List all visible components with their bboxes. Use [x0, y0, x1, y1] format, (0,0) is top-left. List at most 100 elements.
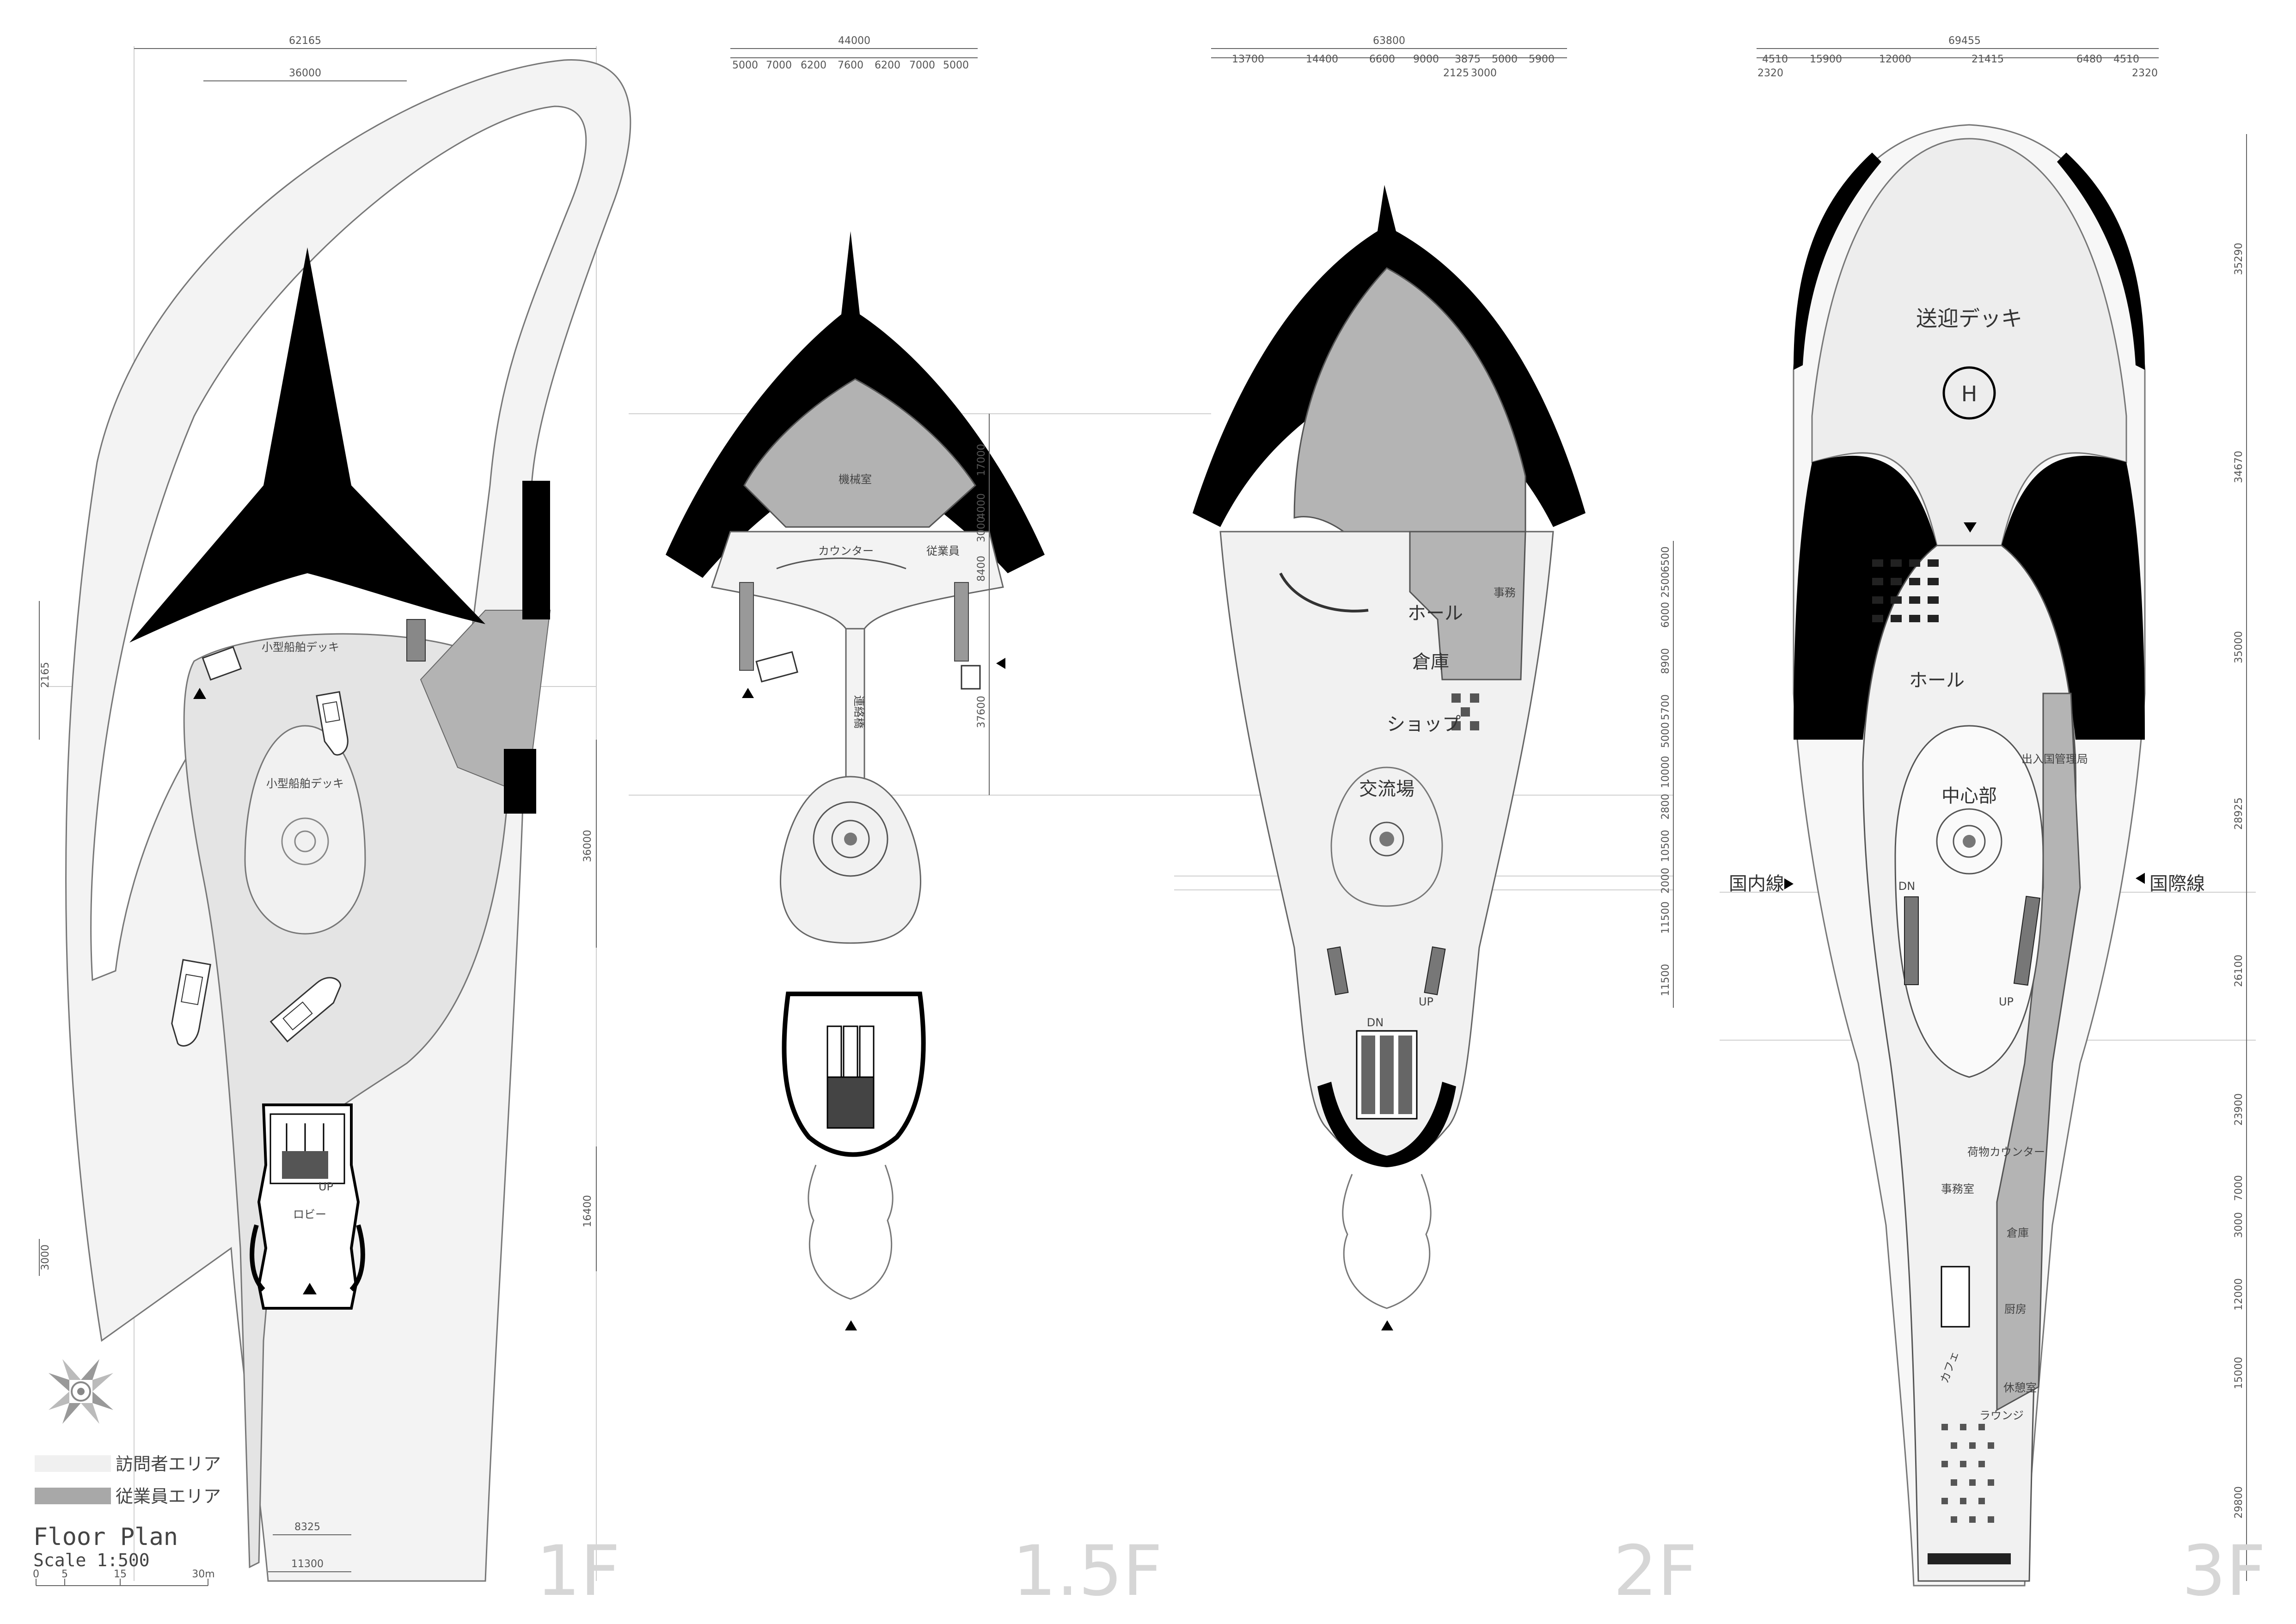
- dim-1f-left-bottom: 3000: [40, 1244, 51, 1270]
- floor-label-3f: 3F: [2182, 1531, 2266, 1612]
- lounge-label-3f: ラウンジ: [1979, 1409, 2024, 1422]
- international-label-3f: 国際線: [2149, 873, 2205, 895]
- mid-black-right-3f: [2002, 455, 2145, 740]
- svg-text:6200: 6200: [801, 60, 827, 71]
- svg-text:2320: 2320: [2132, 67, 2158, 79]
- machine-room-label: 機械室: [839, 473, 872, 486]
- escalator-right-2f: [1424, 946, 1446, 995]
- svg-text:10000: 10000: [1660, 756, 1671, 788]
- svg-text:5000: 5000: [1492, 54, 1518, 65]
- star-structure: [129, 247, 485, 643]
- domestic-label-3f: 国内線: [1729, 873, 1784, 895]
- lounge-bench-3f: [1928, 1553, 2011, 1564]
- kitchen-stair-3f: [1941, 1266, 1970, 1328]
- svg-text:14400: 14400: [1306, 54, 1338, 65]
- svg-text:2125: 2125: [1443, 67, 1469, 79]
- svg-text:2500: 2500: [1660, 572, 1671, 598]
- dn-label-2f: DN: [1367, 1016, 1384, 1029]
- boat-right: [269, 977, 342, 1042]
- svg-text:5000: 5000: [1660, 722, 1671, 748]
- title-text: Floor Plan: [33, 1523, 178, 1551]
- scale-tick-0: 0: [33, 1569, 39, 1580]
- svg-text:6480: 6480: [2076, 54, 2102, 65]
- floor-label-2f: 2F: [1613, 1531, 1697, 1612]
- egg-island: [244, 725, 366, 935]
- floor-1-5f: 機械室 カウンター 従業員 連絡橋 44000 5000 7000 6200 7…: [666, 35, 1163, 1612]
- svg-text:34670: 34670: [2233, 451, 2245, 483]
- office-label-2f: 事務: [1494, 586, 1516, 599]
- svg-text:13700: 13700: [1232, 54, 1264, 65]
- deck-label-3f: 送迎デッキ: [1916, 306, 2022, 331]
- svg-text:3875: 3875: [1455, 54, 1481, 65]
- dims-3f: [1757, 48, 2247, 1581]
- egg-island-ring: [281, 817, 329, 865]
- mid-black-left-3f: [1794, 455, 1937, 740]
- hall-seating-3f: [1872, 559, 1939, 622]
- boat-upper: [316, 691, 349, 756]
- svg-text:5000: 5000: [943, 60, 969, 71]
- dim-3f-top-total: 69455: [1948, 35, 1981, 47]
- dims-1f: [39, 48, 597, 1572]
- entrance-arrow-1-5f-left: [742, 688, 754, 698]
- svg-text:6500: 6500: [1660, 546, 1671, 572]
- scale-text: Scale 1:500: [33, 1550, 150, 1570]
- dim-1f-bottom-1: 8325: [294, 1521, 320, 1533]
- up-label-2f: UP: [1419, 995, 1433, 1008]
- scale-tick-30: 30m: [192, 1569, 214, 1580]
- svg-text:6000: 6000: [1660, 602, 1671, 628]
- dims-1-5f: [730, 48, 990, 795]
- svg-text:23900: 23900: [2233, 1093, 2245, 1126]
- svg-text:2800: 2800: [1660, 794, 1671, 820]
- lounge-pattern-3f: [1941, 1424, 1994, 1523]
- svg-text:7000: 7000: [2233, 1175, 2245, 1201]
- escalator-left-2f: [1327, 946, 1349, 995]
- svg-text:2320: 2320: [1757, 67, 1783, 79]
- bridge-label: 連絡橋: [852, 695, 865, 729]
- escalator-right-3f: [2013, 895, 2041, 986]
- svg-text:11500: 11500: [1660, 964, 1671, 996]
- lobby-label: ロビー: [293, 1208, 326, 1221]
- dim-1f-right-1: 36000: [582, 830, 594, 862]
- svg-text:5700: 5700: [1660, 694, 1671, 720]
- svg-text:28925: 28925: [2233, 797, 2245, 830]
- scale-bar: [36, 1579, 208, 1586]
- small-deck-label-2: 小型船舶デッキ: [266, 777, 344, 790]
- floor-3f: 送迎デッキ H ホール 中心部 出入国管理局 国内線 国際線 荷物カウンター 事…: [1729, 35, 2266, 1612]
- upper-black-left-3f: [1794, 153, 1881, 370]
- legend: 訪問者エリア 従業員エリア: [35, 1454, 221, 1507]
- svg-text:35290: 35290: [2233, 243, 2245, 275]
- center-label-3f: 中心部: [1941, 785, 1997, 807]
- svg-text:12000: 12000: [1879, 54, 1911, 65]
- stair-right-1-5f: [954, 582, 969, 662]
- dock-right: [406, 619, 426, 662]
- floor-1f: ロビー UP 小型船舶デッキ 小型船舶デッキ 62165 36000 2165 …: [39, 35, 631, 1612]
- rest-label-3f: 休憩室: [2003, 1381, 2037, 1394]
- svg-text:7600: 7600: [838, 60, 863, 71]
- domestic-arrow-3f: [1784, 878, 1794, 889]
- egg-platform-1-5f: [780, 776, 921, 944]
- entrance-arrow-1-5f-bottom: [845, 1320, 857, 1330]
- up-label-3f: UP: [1999, 995, 2014, 1008]
- svg-text:4000: 4000: [976, 493, 987, 519]
- svg-text:8900: 8900: [1660, 648, 1671, 674]
- dim-3f-top-segments: 4510 15900 12000 21415 6480 4510 2320 23…: [1757, 54, 2158, 79]
- floor-2f: ホール 倉庫 ショップ 事務 交流場 DN UP 63800 13700 144…: [1193, 35, 1697, 1612]
- lobby-building: ロビー UP: [250, 1103, 365, 1310]
- svg-text:5900: 5900: [1529, 54, 1555, 65]
- helipad-3f: [1942, 366, 1996, 420]
- svg-text:6200: 6200: [875, 60, 900, 71]
- immigration-label-3f: 出入国管理局: [2021, 753, 2088, 766]
- svg-text:15900: 15900: [1810, 54, 1842, 65]
- dim-1-5f-right: 17000 4000 3000 8400 37600: [976, 444, 987, 728]
- title-block: Floor Plan Scale 1:500 0 5 15 30m: [33, 1523, 215, 1586]
- spiral-stair-inner: [831, 820, 870, 858]
- svg-text:12000: 12000: [2233, 1278, 2245, 1311]
- storage-label-2f: 倉庫: [1412, 651, 1449, 673]
- floor-label-1-5f: 1.5F: [1012, 1531, 1163, 1612]
- lobby-up-label: UP: [318, 1180, 333, 1193]
- dim-1f-left: 2165: [40, 662, 51, 688]
- staff-strip-3f: [1996, 692, 2081, 1411]
- dim-2f-top-segments: 13700 14400 6600 9000 3875 5000 5900 212…: [1232, 54, 1555, 79]
- kitchen-label-3f: 厨房: [2004, 1303, 2027, 1316]
- svg-text:3000: 3000: [976, 516, 987, 542]
